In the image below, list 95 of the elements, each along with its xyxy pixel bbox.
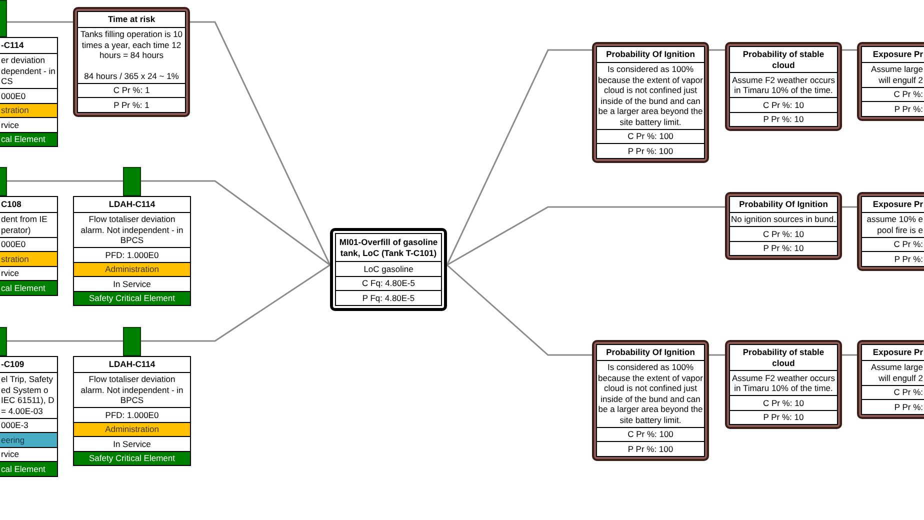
barrier-tab: [0, 327, 7, 356]
barrier-description: Flow totaliser deviation alarm. Not independent - in BPCS: [74, 212, 190, 247]
top-event-card: [330, 228, 447, 310]
connector-line: [842, 49, 857, 51]
card-description: Is considered as 100% because the extent of vapor cloud is not confined just inside of the bund and can be a larger area beyond the site battery limit.: [598, 362, 703, 425]
barrier-name: -C114: [0, 39, 25, 52]
probability-value: P Pr %: 10: [730, 410, 837, 424]
probability-value: C Pr %: 10: [730, 226, 837, 240]
card-title: Probability of stable cloud: [742, 346, 826, 370]
probability-value: P Pr %:: [862, 251, 924, 266]
factor-card: [592, 340, 709, 460]
card-title: Exposure Pr: [872, 198, 924, 211]
barrier-card: [73, 196, 191, 306]
connector-line: [7, 180, 123, 182]
card-title: Probability Of Ignition: [738, 198, 829, 211]
connector-line: [446, 206, 725, 266]
category-band: stration: [0, 251, 57, 266]
barrier-description: er deviation dependent - in CS: [0, 52, 57, 88]
factor-card: [725, 192, 842, 260]
barrier-tab: [123, 327, 141, 356]
probability-value: C Pr %: 1: [78, 82, 185, 97]
top-event-title: MI01-Overfill of gasoline tank, LoC (Tank T-C101): [338, 236, 439, 260]
barrier-description: dent from IE perator): [0, 212, 57, 236]
card-description: Assume large will engulf 2: [870, 362, 923, 383]
barrier-description: Flow totaliser deviation alarm. Not independent - in BPCS: [74, 372, 190, 407]
barrier-description: el Trip, Safety ed System o IEC 61511), D = 4.00E-03: [0, 372, 57, 418]
probability-value: C Pr %: 100: [597, 426, 704, 441]
card-description: 84 hours / 365 x 24 ~ 1%: [83, 70, 180, 81]
connector-line: [709, 354, 725, 356]
card-title: Probability of stable cloud: [742, 48, 826, 72]
barrier-card: [0, 37, 58, 147]
category-band: Administration: [74, 262, 190, 276]
factor-card: [725, 42, 842, 131]
factor-card: [592, 42, 709, 162]
probability-value: C Pr %:: [862, 236, 924, 251]
barrier-tab: [0, 167, 7, 196]
barrier-name: LDAH-C114: [108, 358, 156, 371]
card-title: Probability Of Ignition: [605, 346, 696, 359]
connector-line: [709, 49, 725, 51]
top-event-value: P Fq: 4.80E-5: [336, 290, 441, 304]
card-description: Is considered as 100% because the extent of vapor cloud is not confined just inside of the bund and can be a larger area beyond the site battery limit.: [598, 64, 703, 127]
connector-line: [842, 354, 857, 356]
factor-card: [857, 192, 924, 270]
card-title: Exposure Pr: [872, 48, 924, 61]
connector-line: [7, 21, 73, 23]
card-description: Assume large will engulf 2: [870, 64, 923, 85]
connector-line: [842, 206, 857, 208]
top-event-value: C Fq: 4.80E-5: [336, 276, 441, 290]
connector-line: [446, 264, 592, 356]
connector-line: [141, 180, 330, 266]
factor-card: [857, 340, 924, 418]
criticality-band: cal Element: [0, 132, 57, 146]
probability-value: P Pr %:: [862, 399, 924, 414]
card-description: No ignition sources in bund.: [731, 214, 836, 224]
probability-value: C Pr %: 100: [597, 128, 704, 143]
probability-value: P Pr %:: [862, 101, 924, 116]
factor-card: [857, 42, 924, 120]
category-band: Administration: [74, 422, 190, 436]
card-title: Probability Of Ignition: [605, 48, 696, 61]
barrier-name: C108: [0, 198, 22, 211]
barrier-name: -C109: [0, 358, 26, 371]
card-title: Exposure Pr: [872, 346, 924, 359]
probability-value: P Pr %: 10: [730, 112, 837, 126]
card-description: assume 10% e pool fire is e: [866, 214, 923, 235]
connector-line: [446, 49, 592, 266]
category-band: eering: [0, 432, 57, 446]
card-title: Time at risk: [106, 13, 156, 26]
criticality-band: Safety Critical Element: [74, 450, 190, 465]
probability-value: C Pr %: 10: [730, 395, 837, 410]
criticality-band: cal Element: [0, 280, 57, 294]
probability-value: C Pr %:: [862, 384, 924, 399]
category-band: stration: [0, 102, 57, 117]
factor-card: [73, 7, 190, 116]
probability-value: P Pr %: 1: [78, 97, 185, 112]
card-description: Assume F2 weather occurs in Timaru 10% of the time.: [731, 372, 836, 394]
connector-line: [7, 340, 123, 342]
connector-line: [141, 264, 330, 342]
probability-value: P Pr %: 100: [597, 143, 704, 158]
barrier-card: [0, 196, 58, 296]
barrier-card: [0, 356, 58, 476]
factor-card: [725, 340, 842, 429]
top-event-value: LoC gasoline: [336, 261, 441, 276]
barrier-tab: [123, 167, 141, 196]
probability-value: P Pr %: 10: [730, 240, 837, 255]
connector-line: [190, 21, 331, 266]
barrier-name: LDAH-C114: [108, 198, 156, 211]
card-description: Tanks filling operation is 10 times a year, each time 12 hours = 84 hours: [79, 29, 184, 60]
card-description: Assume F2 weather occurs in Timaru 10% of the time.: [731, 74, 836, 96]
criticality-band: cal Element: [0, 461, 57, 476]
barrier-tab: [0, 0, 7, 37]
criticality-band: Safety Critical Element: [74, 290, 190, 305]
barrier-card: [73, 356, 191, 466]
probability-value: P Pr %: 100: [597, 441, 704, 456]
probability-value: C Pr %: 10: [730, 97, 837, 112]
probability-value: C Pr %:: [862, 86, 924, 101]
